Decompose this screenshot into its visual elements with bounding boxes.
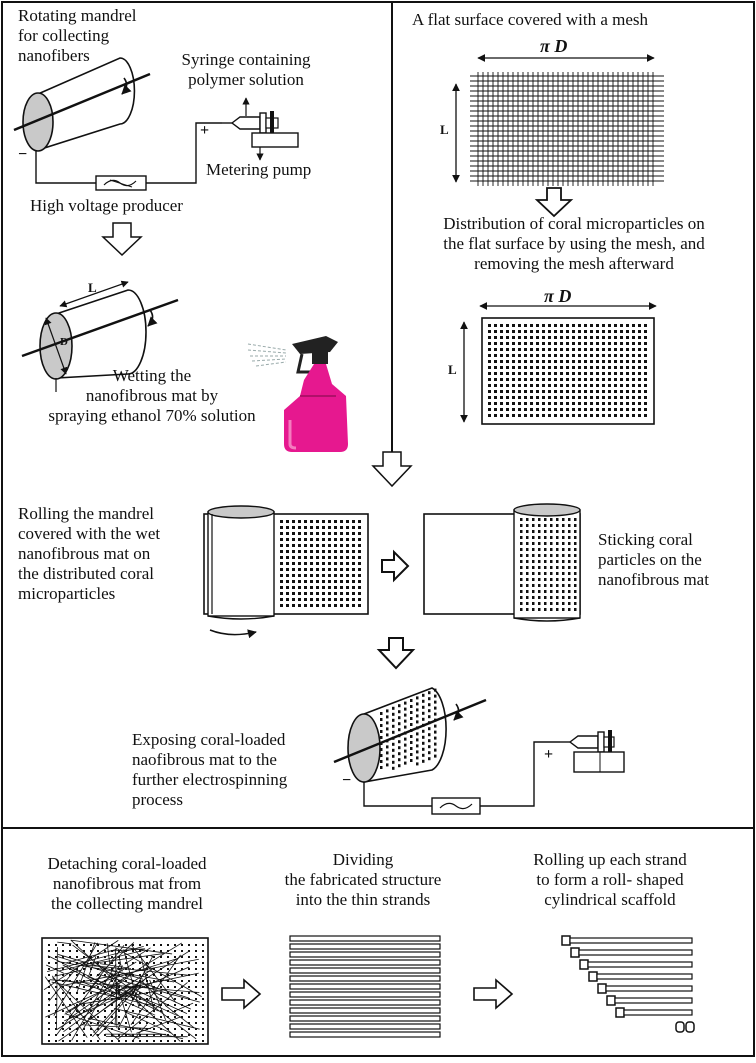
mesh-title: A flat surface covered with a mesh bbox=[412, 10, 648, 30]
down-arrow-1-icon bbox=[103, 223, 141, 255]
divide-label: Dividing the fabricated structure into t… bbox=[262, 850, 464, 910]
length-symbol-3: L bbox=[448, 362, 457, 378]
down-arrow-4-icon bbox=[379, 638, 413, 668]
length-symbol-1: L bbox=[88, 280, 97, 296]
mesh-grid bbox=[470, 72, 664, 186]
syringe-icon bbox=[222, 98, 278, 135]
distribution-label: Distribution of coral microparticles on … bbox=[396, 214, 752, 274]
rolled-strands bbox=[562, 936, 694, 1032]
mandrel-face bbox=[23, 93, 53, 151]
mandrel-label: Rotating mandrel for collecting nanofibe… bbox=[18, 6, 137, 66]
down-arrow-3-icon bbox=[373, 452, 411, 486]
wetting-label: Wetting the nanofibrous mat by spraying … bbox=[14, 366, 290, 426]
high-voltage-label: High voltage producer bbox=[30, 196, 183, 216]
electrospinning-coral bbox=[334, 688, 624, 814]
right-arrow-1-icon bbox=[382, 552, 408, 580]
plus-sign-2: + bbox=[544, 746, 553, 764]
rolling-label: Rolling the mandrel covered with the wet… bbox=[18, 504, 160, 604]
minus-sign-2: − bbox=[342, 772, 351, 790]
exposing-label: Exposing coral-loaded naofibrous mat to … bbox=[132, 730, 287, 810]
roll-up-label: Rolling up each strand to form a roll- s… bbox=[500, 850, 720, 910]
pi-d-label-2: π D bbox=[544, 286, 571, 307]
roll-direction-arrow-icon bbox=[210, 630, 256, 635]
pi-d-label-1: π D bbox=[540, 36, 567, 57]
plus-sign-1: + bbox=[200, 122, 209, 140]
thin-strands bbox=[290, 936, 440, 1037]
right-arrow-3-icon bbox=[474, 980, 512, 1008]
diameter-symbol: D bbox=[60, 336, 68, 348]
metering-pump-label: Metering pump bbox=[206, 160, 311, 180]
detach-label: Detaching coral-loaded nanofibrous mat f… bbox=[24, 854, 230, 914]
metering-pump-box bbox=[252, 133, 298, 147]
down-arrow-2-icon bbox=[537, 188, 571, 216]
syringe-label: Syringe containing polymer solution bbox=[160, 50, 332, 90]
length-symbol-2: L bbox=[440, 122, 449, 138]
minus-sign-1: − bbox=[18, 146, 27, 164]
sticking-label: Sticking coral particles on the nanofibr… bbox=[598, 530, 709, 590]
right-arrow-2-icon bbox=[222, 980, 260, 1008]
